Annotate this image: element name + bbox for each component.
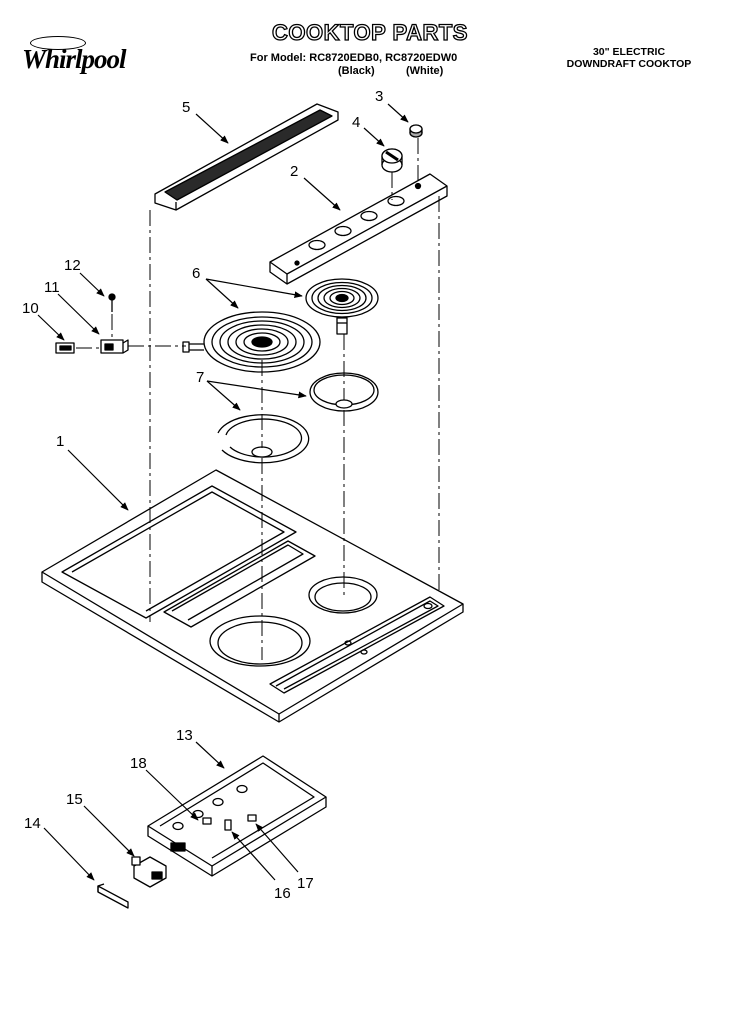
screw-part — [108, 293, 116, 312]
callout-12: 12 — [64, 257, 81, 274]
callout-2: 2 — [290, 163, 298, 180]
callout-15: 15 — [66, 791, 83, 808]
model-numbers: RC8720EDB0, RC8720EDW0 — [309, 52, 458, 64]
callout-labels: 5 3 4 2 6 7 12 11 10 1 13 18 15 14 16 17 — [22, 88, 383, 902]
callout-14: 14 — [24, 815, 41, 832]
page-title: COOKTOP PARTS — [271, 19, 468, 45]
callout-16: 16 — [274, 885, 291, 902]
callout-6: 6 — [192, 265, 200, 282]
callout-7: 7 — [196, 369, 204, 386]
callout-4: 4 — [352, 114, 360, 131]
control-panel-part — [269, 173, 448, 285]
product-line-1: 30" ELECTRIC — [592, 46, 666, 58]
callout-18: 18 — [130, 755, 147, 772]
large-drip-bowl-part — [217, 414, 310, 464]
large-surface-element-part — [182, 311, 321, 373]
receptacle-bracket-part — [100, 339, 129, 354]
model-line: For Model: RC8720EDB0, RC8720EDW0 — [250, 52, 457, 64]
cooktop-main-top-part — [41, 469, 464, 723]
knob-part — [381, 148, 403, 173]
callout-11: 11 — [44, 279, 60, 296]
switch-part — [131, 856, 167, 888]
knob-insert-part — [409, 124, 423, 138]
brand-name: Whirlpool — [22, 44, 127, 74]
logo-ring-icon — [30, 36, 86, 50]
terminal-block-part — [55, 342, 75, 354]
control-box-part — [147, 755, 327, 877]
alignment-lines — [76, 138, 440, 660]
callout-17: 17 — [297, 875, 314, 892]
small-surface-element-part — [305, 278, 379, 335]
callout-13: 13 — [176, 727, 193, 744]
mounting-clip-part — [97, 883, 129, 909]
callout-10: 10 — [22, 300, 39, 317]
callout-5: 5 — [182, 99, 190, 116]
whirlpool-logo: Whirlpool — [20, 36, 152, 80]
variant-white: (White) — [406, 65, 444, 77]
leader-lines — [37, 103, 409, 881]
callout-3: 3 — [375, 88, 383, 105]
product-line-2: DOWNDRAFT COOKTOP — [566, 58, 692, 70]
callout-1: 1 — [56, 433, 64, 450]
model-prefix: For Model: — [250, 52, 307, 64]
vent-grille-part — [154, 103, 339, 211]
variant-black: (Black) — [338, 65, 375, 77]
